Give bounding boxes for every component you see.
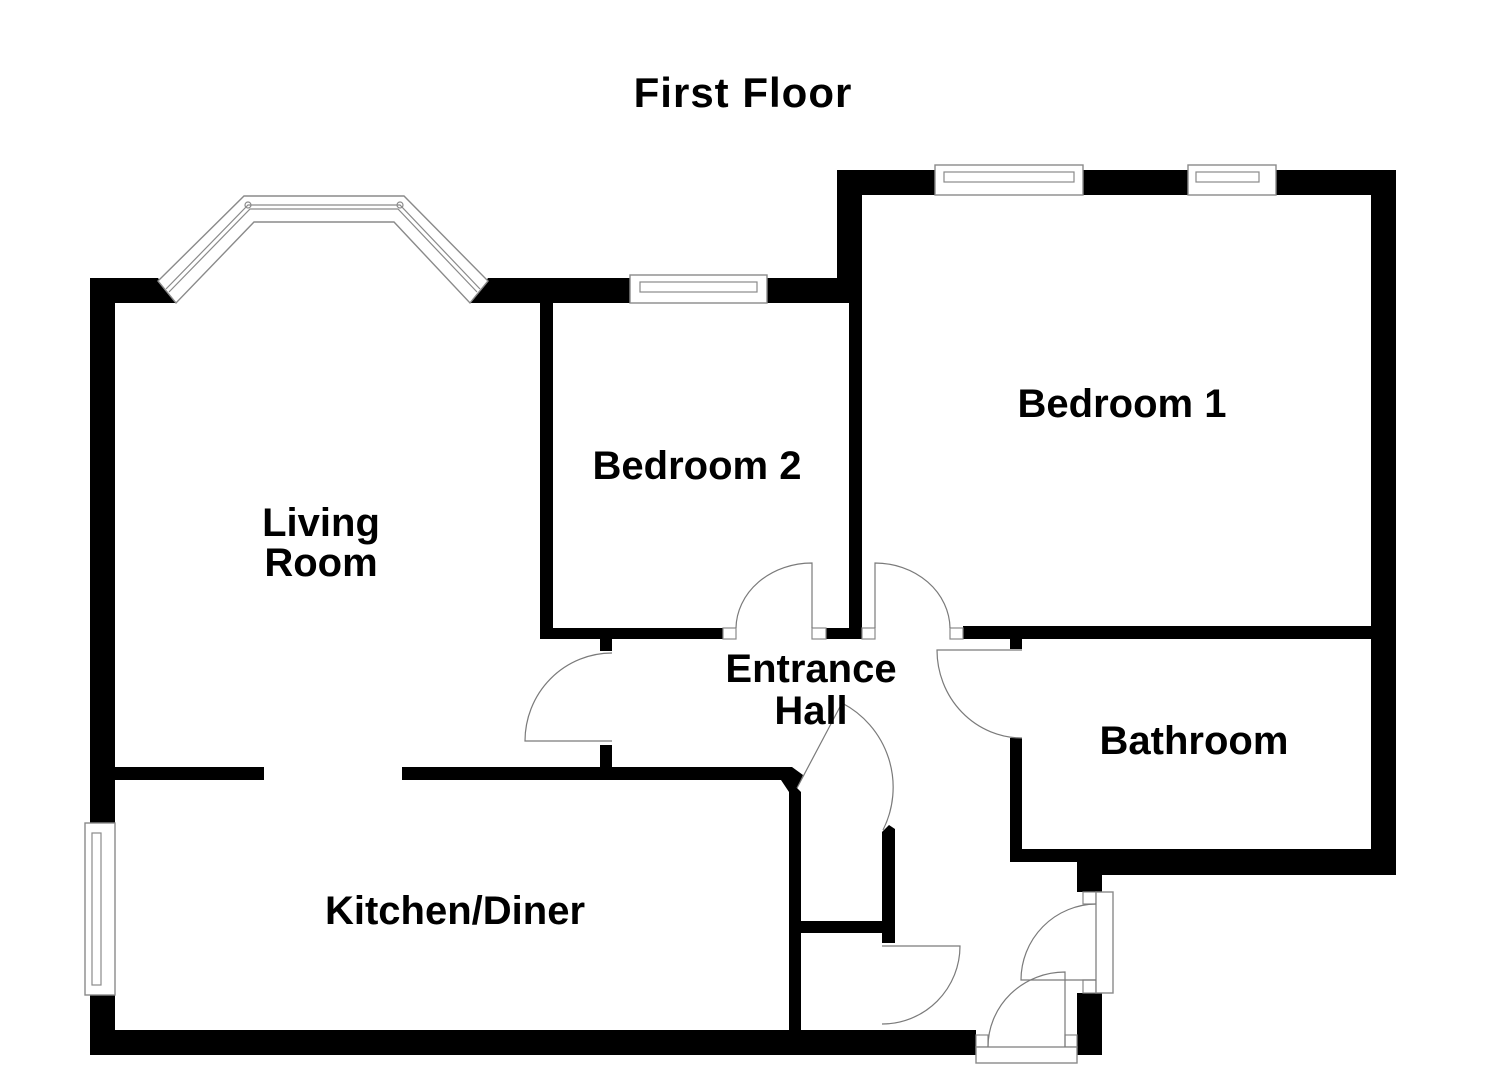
cupboard-door-swing [881, 945, 961, 1025]
bedroom1-door-jamb-right [949, 627, 964, 640]
bedroom1-window-right-pane [1195, 171, 1260, 183]
doors [524, 562, 1114, 1064]
wall-bath-bottom-inner [1010, 849, 1396, 862]
wall-bath-left [1010, 738, 1022, 862]
wall-cupboard-vertical [882, 825, 895, 943]
wall-bottom [90, 1030, 976, 1055]
front-door-frame [975, 1046, 1078, 1064]
bedroom1-window-left [934, 164, 1084, 196]
bathroom-door-swing [936, 649, 1023, 739]
side-door-frame [1095, 891, 1114, 994]
room-labels: Living Room Bedroom 2 Bedroom 1 Entrance… [262, 382, 1288, 933]
living-room-label-line2: Room [264, 541, 377, 585]
wall-bed2-left [540, 303, 553, 639]
wall-right [1371, 170, 1396, 875]
living-room-door-swing [524, 652, 613, 742]
bedroom1-window-right [1187, 164, 1277, 196]
bedroom2-door-jamb-right [811, 627, 827, 640]
wall-bath-bottom-outer [1077, 862, 1396, 875]
walls [90, 170, 1396, 1055]
bedroom1-door-swing [874, 562, 951, 629]
entrance-hall-label-line1: Entrance [725, 647, 896, 691]
kitchen-diner-label: Kitchen/Diner [325, 889, 585, 933]
wall-stub-b [600, 745, 612, 767]
wall-bed1-left-upper [837, 170, 862, 303]
bedroom-1-label: Bedroom 1 [1018, 382, 1227, 426]
side-door-swing [1020, 903, 1097, 981]
bathroom-label: Bathroom [1100, 719, 1289, 763]
bay-window-joint-left [244, 201, 252, 209]
front-door-swing [987, 971, 1066, 1048]
bedroom-2-label: Bedroom 2 [593, 444, 802, 488]
front-door-jamb-right [1064, 1034, 1078, 1048]
bedroom2-window [629, 274, 768, 304]
wall-bed1-bottom [963, 626, 1371, 639]
kitchen-window-pane [91, 832, 102, 986]
wall-bed-partition [849, 303, 862, 639]
entrance-hall-label-line2: Hall [774, 689, 847, 733]
bedroom1-window-left-pane [943, 171, 1075, 183]
bedroom1-door-jamb-left [861, 627, 876, 640]
side-door-jamb-top [1082, 891, 1097, 905]
wall-top-left [90, 278, 176, 303]
wall-top-mid-right [767, 278, 849, 303]
floor-title: First Floor [634, 69, 853, 116]
wall-stub-c [1010, 639, 1022, 649]
windows [84, 164, 1277, 996]
front-door-jamb-left [975, 1034, 989, 1048]
wall-divider-left [115, 767, 264, 780]
wall-entry-upper [1077, 862, 1102, 892]
living-room-label-line1: Living [262, 501, 380, 545]
bedroom2-door-jamb-left [722, 627, 737, 640]
wall-bed-bottom-mid [826, 628, 862, 639]
kitchen-door-swing [796, 702, 894, 831]
bay-window [157, 195, 489, 305]
wall-entry-lower [1077, 993, 1102, 1055]
side-door-jamb-bottom [1082, 979, 1097, 994]
wall-bed2-bottom [540, 628, 723, 639]
bay-window-pane-inner [168, 208, 478, 293]
wall-left-upper [90, 278, 115, 823]
wall-stub-a [600, 639, 612, 651]
bay-window-joint-right [396, 201, 404, 209]
wall-top-mid [470, 278, 630, 303]
bay-window-pane-outer [165, 204, 481, 290]
bedroom2-door-swing [735, 562, 813, 629]
wall-bed1-top-b [1083, 170, 1188, 195]
wall-cupboard-horizontal [801, 921, 895, 933]
bedroom2-window-pane [639, 281, 758, 293]
kitchen-window [84, 822, 116, 996]
